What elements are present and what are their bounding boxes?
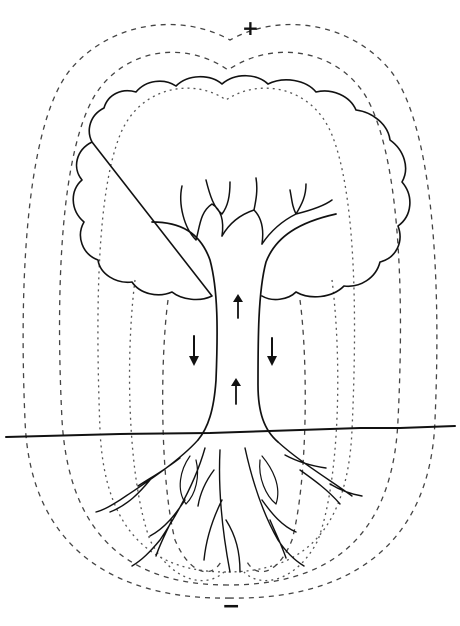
tree-trunk bbox=[152, 178, 336, 442]
field-loop-outer bbox=[23, 25, 437, 599]
arrow-up-icon bbox=[233, 294, 243, 318]
trunk-left-edge bbox=[152, 222, 217, 440]
ground-line bbox=[6, 426, 455, 437]
root-lobe-right bbox=[260, 456, 278, 504]
tree-roots bbox=[96, 440, 362, 572]
field-loop-third bbox=[98, 88, 355, 572]
positive-charge-label: + bbox=[242, 18, 259, 38]
root-center bbox=[198, 450, 240, 572]
field-loop-inner-right bbox=[246, 300, 305, 572]
branch-left bbox=[181, 186, 223, 240]
arrow-up-icon bbox=[231, 378, 241, 404]
negative-charge-label: − bbox=[222, 596, 240, 618]
current-arrows bbox=[189, 294, 277, 404]
field-loop-inner-left-2 bbox=[130, 280, 224, 581]
branch-right bbox=[254, 178, 332, 244]
field-lines bbox=[23, 25, 437, 599]
arrow-down-icon bbox=[189, 336, 199, 366]
field-loop-inner-left bbox=[163, 300, 222, 572]
tree-canopy bbox=[73, 76, 410, 300]
trunk-right-edge bbox=[258, 214, 336, 442]
root-right-mid bbox=[245, 448, 304, 566]
branch-center bbox=[206, 180, 263, 244]
root-lobe-left bbox=[180, 456, 197, 504]
arrow-down-icon bbox=[267, 338, 277, 366]
root-right-outer bbox=[278, 442, 362, 504]
